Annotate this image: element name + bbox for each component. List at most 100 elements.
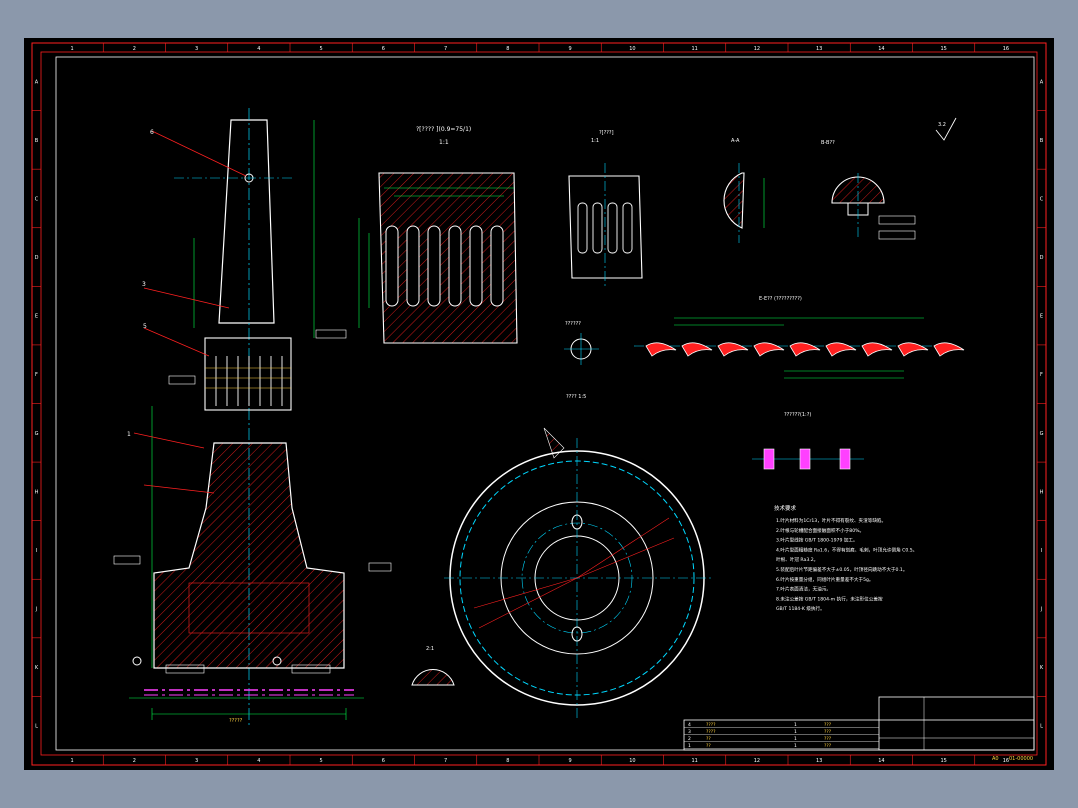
column-label: 1: [71, 758, 74, 764]
row-label: K: [1040, 665, 1044, 671]
drawing-border: [55, 56, 1035, 751]
wheel-full-view: ???? 1:5: [444, 394, 714, 718]
note-line: 6.叶片按重量分组，同组叶片重量差不大于5g。: [776, 576, 874, 583]
surface-finish-symbol: 3.2: [935, 117, 957, 141]
column-label: 16: [1003, 758, 1009, 764]
column-label: 14: [878, 758, 884, 764]
unfolded-blade: [717, 342, 749, 357]
note-line: 2.叶根与轮槽配合面接触面积不小于80%。: [776, 527, 864, 534]
column-label: 16: [1003, 46, 1009, 52]
row-label: J: [1040, 607, 1042, 613]
tb-no: 4: [688, 722, 691, 728]
column-label: 15: [940, 758, 946, 764]
pin-hole-detail: ??????: [564, 321, 599, 365]
tb-qty: 1: [794, 743, 797, 749]
technical-notes: 技术要求 1.叶片材料为1Cr13，叶片不得有裂纹、夹渣等缺陷。 2.叶根与轮槽配…: [774, 504, 917, 612]
small-section-detail: 2:1: [411, 646, 455, 686]
section-main-title: ?[???? ](0.9=75/1): [416, 126, 471, 133]
tb-code: ???: [824, 722, 832, 728]
unfolded-blade: [861, 342, 893, 357]
tb-no: 2: [688, 736, 691, 742]
unfolded-blade: [789, 342, 821, 357]
notes-title: 技术要求: [774, 504, 797, 512]
note-line: 3.叶片型线按 GB/T 1800-1979 加工。: [776, 537, 858, 544]
row-label: C: [35, 196, 39, 202]
row-label: D: [1040, 255, 1044, 261]
row-label: E: [35, 314, 38, 320]
unfolded-blade: [681, 342, 713, 357]
column-label: 2: [133, 46, 136, 52]
svg-text:??????: ??????: [565, 321, 581, 327]
column-label: 15: [940, 46, 946, 52]
column-label: 14: [878, 46, 884, 52]
wheel-label: ???? 1:5: [566, 394, 586, 400]
view-aa: A-A: [723, 138, 765, 243]
row-label: I: [1041, 548, 1042, 554]
column-label: 4: [257, 46, 260, 52]
row-label: C: [1040, 196, 1044, 202]
tb-name: ??: [706, 743, 711, 749]
unfolded-blades-view: E-E?? (?????????): [634, 296, 965, 379]
column-label: 5: [320, 758, 323, 764]
tb-qty: 1: [794, 736, 797, 742]
svg-text:2:1: 2:1: [426, 646, 434, 652]
row-label: H: [35, 489, 39, 495]
view-bb: B-B??: [821, 140, 916, 240]
section-main-scale: 1:1: [439, 139, 449, 146]
drawing-number: 01-00000: [1009, 756, 1033, 762]
unfolded-blade: [933, 342, 965, 357]
column-label: 12: [754, 46, 760, 52]
view-aa-title: A-A: [731, 138, 740, 144]
column-label: 2: [133, 758, 136, 764]
note-line: GB/T 1184-K 级执行。: [776, 605, 825, 612]
row-label: G: [1040, 431, 1044, 437]
column-label: 5: [320, 46, 323, 52]
balloon-6: 6: [150, 129, 154, 136]
row-label: E: [1040, 314, 1043, 320]
view-bb-title: B-B??: [821, 140, 835, 146]
column-label: 8: [506, 46, 509, 52]
section-small-title: ?[???]: [599, 130, 614, 136]
row-label: L: [1040, 724, 1043, 730]
row-label: F: [1040, 372, 1043, 378]
row-label: A: [1040, 79, 1044, 85]
title-block: 4????1???3????1???2??1???1??1??? A0 01-0…: [683, 696, 1035, 762]
column-label: 13: [816, 758, 822, 764]
column-label: 13: [816, 46, 822, 52]
column-label: 7: [444, 758, 447, 764]
balloon-5: 5: [143, 323, 147, 330]
row-label: D: [35, 255, 39, 261]
note-line: 1.叶片材料为1Cr13，叶片不得有裂纹、夹渣等缺陷。: [776, 517, 886, 524]
lacing-detail: ??????(1:?): [752, 412, 864, 470]
row-label: K: [35, 665, 39, 671]
tb-name: ??: [706, 736, 711, 742]
section-small-scale: 1:1: [591, 138, 599, 144]
column-label: 10: [629, 46, 635, 52]
tb-code: ???: [824, 736, 832, 742]
row-label: F: [35, 372, 38, 378]
tb-no: 3: [688, 729, 691, 735]
blade-root: [204, 337, 292, 411]
small-root-view: ?[???] 1:1: [568, 130, 643, 288]
column-label: 11: [691, 46, 697, 52]
svg-text:3.2: 3.2: [938, 122, 946, 128]
sheet-size: A0: [992, 756, 999, 762]
column-label: 7: [444, 46, 447, 52]
column-label: 4: [257, 758, 260, 764]
tb-qty: 1: [794, 729, 797, 735]
blade-airfoil: [218, 119, 275, 324]
row-label: B: [35, 138, 39, 144]
column-label: 6: [382, 46, 385, 52]
tb-no: 1: [688, 743, 691, 749]
tb-name: ????: [706, 722, 716, 728]
tb-code: ???: [824, 729, 832, 735]
column-label: 9: [569, 758, 572, 764]
note-line: 4.叶片型面粗糙度 Ra1.6，不得有划痕、毛刺，叶顶允许倒角 C0.5。: [776, 546, 917, 553]
note-line: 8.未注公差按 GB/T 1804-m 执行，未注形位公差按: [776, 595, 883, 602]
row-label: G: [35, 431, 39, 437]
